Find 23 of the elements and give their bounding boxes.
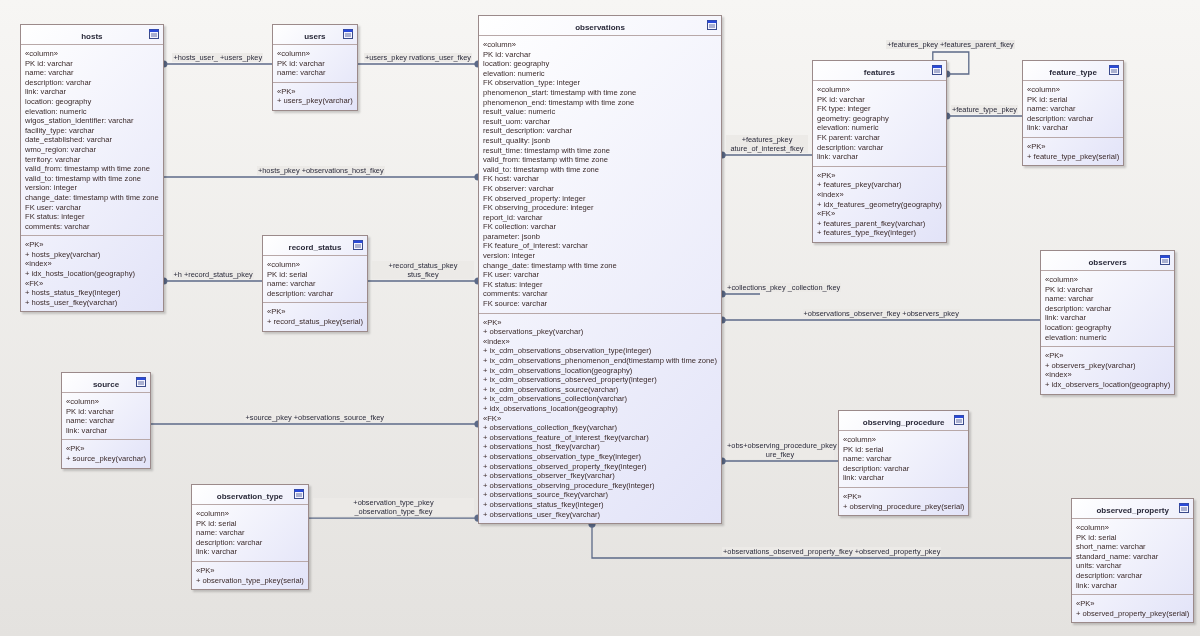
relationship-line <box>932 51 970 78</box>
entity-table <box>262 235 369 332</box>
entity-table <box>61 372 151 469</box>
table-title: record_status <box>288 243 342 253</box>
table-title: users <box>304 32 326 42</box>
table-title: hosts <box>81 32 103 42</box>
entity-table <box>838 410 970 517</box>
entity-table <box>20 24 164 313</box>
entity-table <box>1022 60 1125 167</box>
table-title: feature_type <box>1049 68 1097 78</box>
table-title: observers <box>1088 258 1127 268</box>
table-title: source <box>92 380 120 390</box>
table-title: features <box>863 68 895 78</box>
entity-table <box>191 484 309 591</box>
entity-table <box>1040 250 1176 395</box>
entity-table <box>1071 498 1195 624</box>
table-title: observed_property <box>1096 506 1169 516</box>
entity-table <box>272 24 358 111</box>
entity-table <box>812 60 947 243</box>
entity-table <box>478 15 723 525</box>
table-title: observations <box>575 23 625 33</box>
table-title: observing_procedure <box>862 418 945 428</box>
table-title: observation_type <box>216 492 284 502</box>
